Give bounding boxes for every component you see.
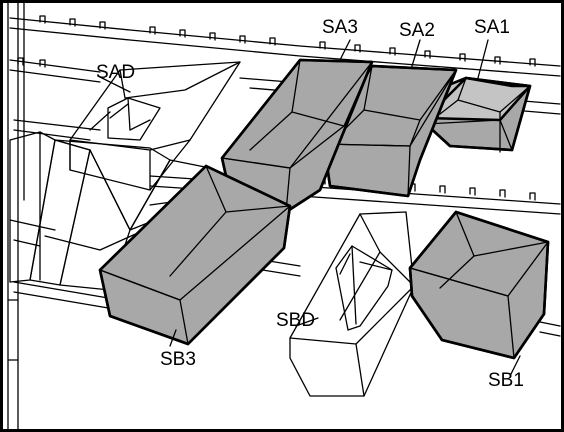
bin-sa1 xyxy=(424,76,532,153)
leader-lines xyxy=(97,39,521,377)
label-sa2: SA2 xyxy=(399,20,435,41)
label-sbd: SBD xyxy=(276,310,315,331)
bin-sb1 xyxy=(408,210,550,360)
label-sb3: SB3 xyxy=(160,349,196,370)
left-frame xyxy=(7,1,25,431)
bin-sb3 xyxy=(98,164,292,346)
label-sa1: SA1 xyxy=(474,17,510,38)
bin-sbd xyxy=(289,211,415,397)
bin-sad xyxy=(69,61,241,191)
label-sb1: SB1 xyxy=(488,370,524,391)
label-sad: SAD xyxy=(96,62,135,83)
label-sa3: SA3 xyxy=(322,17,358,38)
